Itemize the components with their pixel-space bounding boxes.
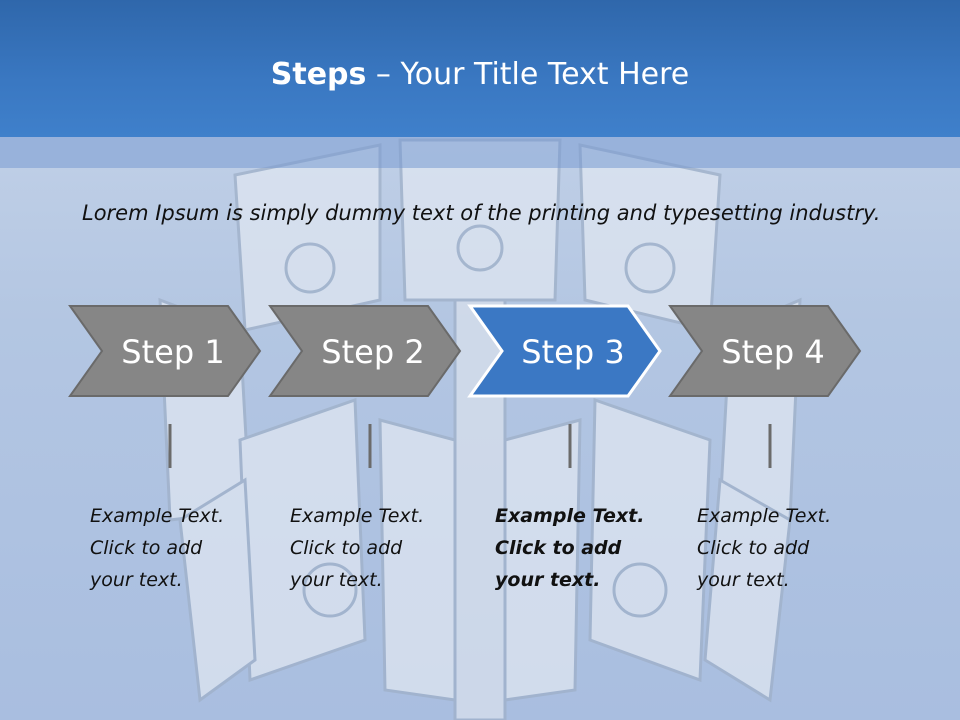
step-description-line: Click to add: [90, 537, 203, 559]
intro-text[interactable]: Lorem Ipsum is simply dummy text of the …: [82, 201, 881, 225]
step-description-line: your text.: [495, 569, 601, 591]
slide-title[interactable]: Steps – Your Title Text Here: [0, 55, 960, 95]
step-description-line: Example Text.: [90, 505, 225, 527]
slide-title-bold: Steps: [270, 57, 367, 92]
step-1-label: Step 1: [121, 333, 224, 371]
title-underband: [0, 137, 960, 168]
step-2-description[interactable]: Example Text. Click to add your text.: [290, 500, 460, 596]
title-bar: [0, 0, 960, 137]
step-description-line: Example Text.: [697, 505, 832, 527]
step-3-description[interactable]: Example Text. Click to add your text.: [495, 500, 665, 596]
step-1-chevron[interactable]: [68, 305, 262, 397]
step-description-line: your text.: [697, 569, 790, 591]
step-2-chevron[interactable]: [268, 305, 462, 397]
step-3-chevron[interactable]: [467, 304, 662, 398]
step-description-line: your text.: [90, 569, 183, 591]
step-1-description[interactable]: Example Text. Click to add your text.: [90, 500, 260, 596]
step-2-label: Step 2: [321, 333, 424, 371]
step-4-chevron[interactable]: [668, 305, 862, 397]
step-description-line: your text.: [290, 569, 383, 591]
step-description-line: Click to add: [697, 537, 810, 559]
step-4-description[interactable]: Example Text. Click to add your text.: [697, 500, 867, 596]
step-description-line: Click to add: [290, 537, 403, 559]
slide-title-rest: – Your Title Text Here: [366, 57, 690, 92]
step-description-line: Click to add: [495, 537, 622, 559]
step-description-line: Example Text.: [290, 505, 425, 527]
step-description-line: Example Text.: [495, 505, 645, 527]
step-4-label: Step 4: [721, 333, 824, 371]
step-3-label: Step 3: [521, 333, 624, 371]
